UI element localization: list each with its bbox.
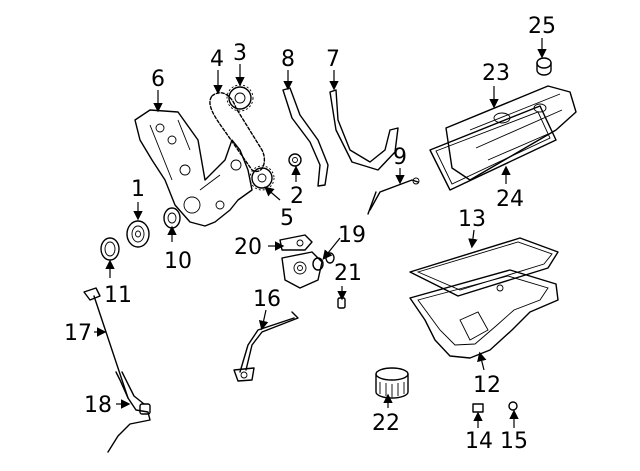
crankshaft-sprocket xyxy=(249,165,275,191)
timing-cover xyxy=(134,109,253,227)
callout-23: 23 xyxy=(482,61,510,86)
crank-seal xyxy=(100,237,120,261)
callout-17: 17 xyxy=(64,321,92,346)
oil-pickup-tube xyxy=(233,311,299,382)
callout-12: 12 xyxy=(473,373,501,398)
callout-1: 1 xyxy=(131,177,145,202)
callout-4: 4 xyxy=(210,47,224,72)
drain-plug xyxy=(508,401,518,411)
callout-9: 9 xyxy=(393,145,407,170)
dipstick xyxy=(83,287,129,399)
crankshaft-damper xyxy=(126,220,150,248)
callout-16: 16 xyxy=(253,287,281,312)
leader-lines xyxy=(94,38,547,428)
front-seal xyxy=(163,207,181,229)
callout-8: 8 xyxy=(281,47,295,72)
timing-guide-long xyxy=(282,87,329,187)
callout-5: 5 xyxy=(280,206,294,231)
callout-20: 20 xyxy=(234,235,262,260)
timing-idler-washer xyxy=(288,153,302,167)
callout-22: 22 xyxy=(372,411,400,436)
timing-chain xyxy=(209,92,266,173)
callout-18: 18 xyxy=(84,393,112,418)
dipstick-tube xyxy=(107,371,151,453)
oil-pan-gasket xyxy=(409,237,559,297)
callout-24: 24 xyxy=(496,187,524,212)
oil-filter xyxy=(375,367,409,399)
callout-11: 11 xyxy=(104,283,132,308)
callout-15: 15 xyxy=(500,429,528,454)
timing-guide-curved xyxy=(329,89,399,171)
callout-10: 10 xyxy=(164,249,192,274)
oil-pump-bolt xyxy=(337,297,346,309)
callout-25: 25 xyxy=(528,14,556,39)
oil-pan xyxy=(409,269,559,359)
callout-3: 3 xyxy=(233,41,247,66)
oil-pan-bolt xyxy=(472,403,484,413)
callout-2: 2 xyxy=(290,184,304,209)
callout-21: 21 xyxy=(334,261,362,286)
callout-6: 6 xyxy=(151,67,165,92)
callout-14: 14 xyxy=(465,429,493,454)
callout-7: 7 xyxy=(326,47,340,72)
pump-gasket xyxy=(279,234,313,251)
callout-13: 13 xyxy=(458,207,486,232)
oil-filler-cap xyxy=(536,57,552,76)
oil-pump xyxy=(281,251,323,289)
valve-cover xyxy=(445,85,577,181)
callout-19: 19 xyxy=(338,223,366,248)
valve-cover-gasket xyxy=(429,105,557,191)
oil-tube xyxy=(367,177,420,215)
